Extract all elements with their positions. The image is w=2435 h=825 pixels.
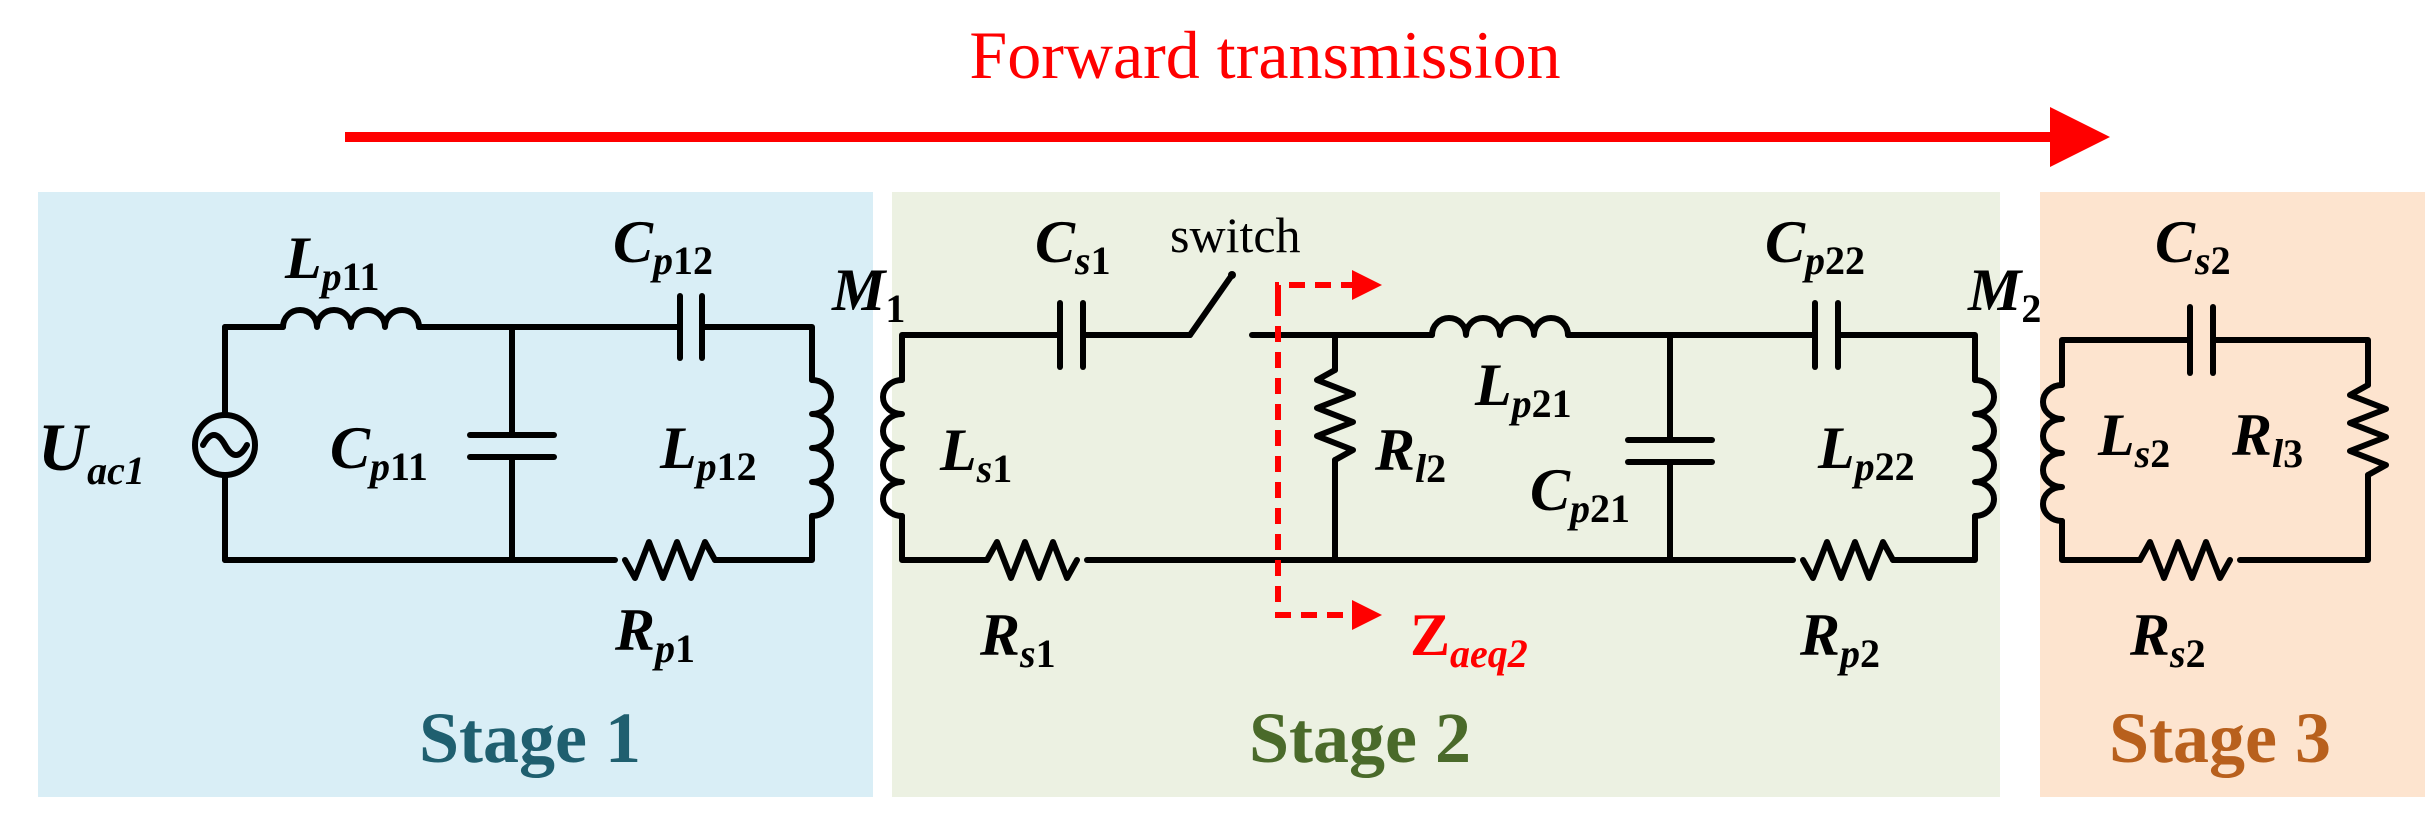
diagram-title: Forward transmission — [969, 17, 1560, 93]
zaeq2-top-arrow — [1275, 270, 1382, 300]
resistor-rl3-icon — [2347, 382, 2389, 478]
resistor-rs1-icon — [984, 539, 1080, 581]
inductor-lp12-icon — [809, 377, 834, 519]
stage3-title: Stage 3 — [2109, 698, 2331, 778]
label-lp21: Lp21 — [1474, 352, 1572, 426]
label-lp11: Lp11 — [284, 225, 379, 299]
stage1-background — [38, 192, 873, 797]
inductor-lp11-icon — [280, 307, 422, 330]
resistor-rl2-icon — [1314, 367, 1356, 463]
switch-blade — [1187, 272, 1235, 338]
stage2-circuit — [880, 270, 1997, 630]
inductor-ls1-icon — [880, 377, 905, 519]
resistor-rp2-icon — [1800, 539, 1896, 581]
stage2-title: Stage 2 — [1249, 698, 1471, 778]
resistor-rs2-icon — [2137, 539, 2233, 581]
label-switch: switch — [1170, 207, 1301, 263]
label-ls1: Ls1 — [939, 417, 1012, 491]
stage1-circuit — [192, 293, 834, 581]
label-m2: M2 — [1967, 257, 2041, 331]
label-zaeq2: Zaeq2 — [1410, 602, 1528, 676]
label-cp21: Cp21 — [1530, 457, 1630, 531]
label-rp1: Rp1 — [614, 597, 695, 671]
inductor-lp21-icon — [1429, 315, 1571, 338]
label-lp22: Lp22 — [1817, 415, 1915, 489]
label-rs1: Rs1 — [979, 602, 1056, 676]
label-rl2: Rl2 — [1374, 417, 1446, 491]
label-lp12: Lp12 — [659, 415, 757, 489]
label-ls2: Ls2 — [2097, 402, 2170, 476]
label-rs2: Rs2 — [2129, 602, 2206, 676]
label-rp2: Rp2 — [1799, 602, 1880, 676]
label-cp11: Cp11 — [330, 415, 428, 489]
label-cp22: Cp22 — [1765, 209, 1865, 283]
label-m1: M1 — [831, 257, 905, 331]
source-label: Uac1 — [38, 409, 145, 493]
ac-source-wave-icon — [200, 432, 250, 458]
stage1-title: Stage 1 — [419, 698, 641, 778]
label-cs1: Cs1 — [1035, 209, 1111, 283]
stage2-background — [892, 192, 2000, 797]
inductor-lp22-icon — [1972, 377, 1997, 519]
label-cs2: Cs2 — [2155, 209, 2231, 283]
label-cp12: Cp12 — [613, 209, 713, 283]
stage3-circuit — [2040, 304, 2389, 581]
resistor-rp1-icon — [622, 539, 718, 581]
ac-source-icon — [192, 412, 258, 478]
inductor-ls2-icon — [2040, 382, 2065, 524]
label-rl3: Rl3 — [2231, 402, 2303, 476]
stage3-background — [2040, 192, 2425, 797]
zaeq2-dashed-line — [1275, 300, 1382, 630]
